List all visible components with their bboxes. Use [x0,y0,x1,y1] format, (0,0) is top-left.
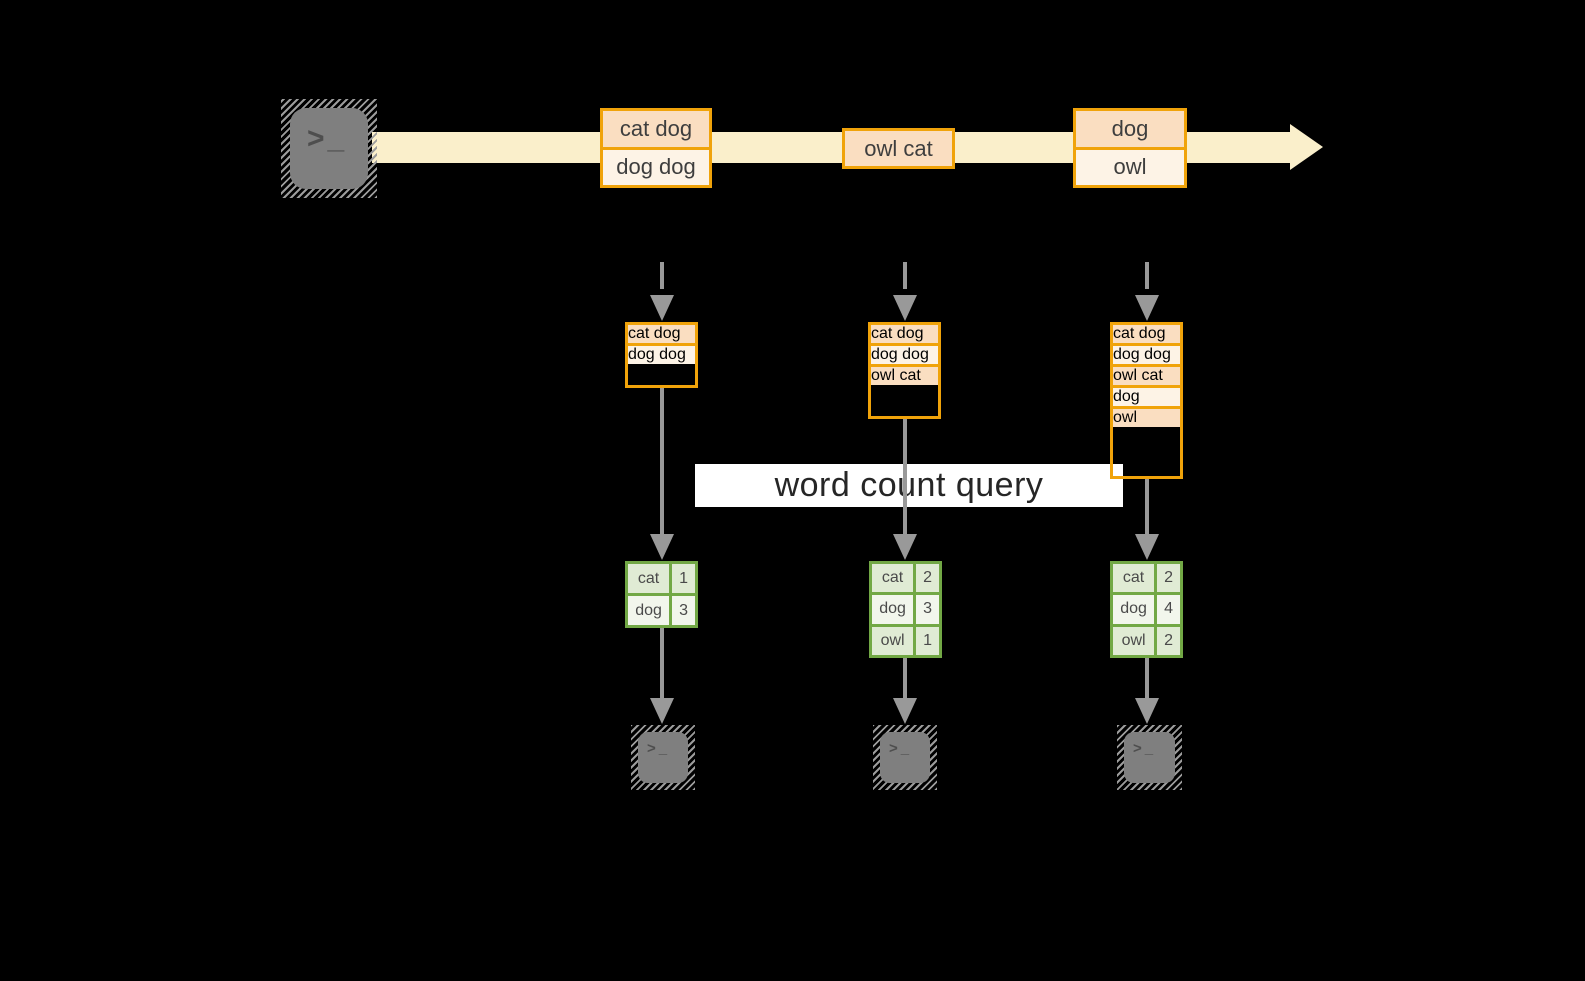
terminal-screen: >_ [1124,732,1175,783]
trigger-arrowhead-icon-1 [650,295,674,321]
table-row: cat 1 [628,564,695,593]
word-cell: owl [1113,626,1158,655]
table-row: dog 4 [1113,592,1180,624]
prompt-chevron-icon: > [307,122,325,155]
count-cell: 3 [916,595,939,624]
word-cell: dog [628,596,673,625]
count-cell: 4 [1157,595,1180,624]
table-row: owl 2 [1113,623,1180,655]
word-cell: dog [872,595,917,624]
batch-line: cat dog [603,111,709,147]
count-cell: 2 [1157,564,1180,593]
stream-batch-1: cat dog dog dog [600,108,712,188]
state-line: cat dog [628,325,695,343]
state-line: dog dog [628,343,695,364]
trigger-arrow-dash-2 [903,262,907,289]
terminal-prompt-glyph: >_ [889,740,909,757]
table-row: owl 1 [872,623,939,655]
result-table-t1: cat 1 dog 3 [625,561,698,628]
state-line: dog [1113,385,1180,406]
count-cell: 2 [1157,626,1180,655]
output-terminal-icon-3: >_ [1117,725,1182,790]
state-line: cat dog [1113,325,1180,343]
terminal-prompt-glyph: >_ [1133,740,1153,757]
batch-line: owl cat [845,131,952,166]
trigger-arrowhead-icon-3 [1135,295,1159,321]
word-cell: owl [872,626,917,655]
prompt-chevron-icon: > [889,740,898,757]
query-band: word count query [695,464,1123,507]
prompt-cursor-icon: _ [658,740,668,757]
query-arrowhead-icon-1 [650,534,674,560]
state-line: dog dog [871,343,938,364]
output-arrow-2 [903,658,907,698]
state-line: owl cat [871,364,938,385]
prompt-cursor-icon: _ [900,740,910,757]
output-arrowhead-icon-3 [1135,698,1159,724]
state-line: owl cat [1113,364,1180,385]
query-arrow-3 [1145,479,1149,534]
stream-batch-2: owl cat [842,128,955,169]
state-line: cat dog [871,325,938,343]
output-arrowhead-icon-1 [650,698,674,724]
prompt-cursor-icon: _ [1144,740,1154,757]
table-row: cat 2 [872,564,939,593]
terminal-prompt-glyph: >_ [307,122,344,156]
state-line: owl [1113,406,1180,427]
count-cell: 1 [672,564,695,593]
word-cell: cat [628,564,673,593]
output-terminal-icon-1: >_ [631,725,695,790]
stream-arrowhead-icon [1290,124,1323,170]
count-cell: 2 [916,564,939,593]
batch-line: dog [1076,111,1184,147]
stream-batch-3: dog owl [1073,108,1187,188]
output-arrow-1 [660,628,664,698]
count-cell: 3 [672,596,695,625]
prompt-cursor-icon: _ [327,122,345,155]
word-cell: dog [1113,595,1158,624]
terminal-screen: >_ [290,108,368,189]
source-terminal-icon: >_ [281,99,377,198]
output-arrow-3 [1145,658,1149,698]
terminal-screen: >_ [638,732,688,783]
table-row: dog 3 [628,593,695,625]
terminal-prompt-glyph: >_ [647,740,667,757]
batch-line: dog dog [603,146,709,185]
query-arrowhead-icon-3 [1135,534,1159,560]
output-arrowhead-icon-2 [893,698,917,724]
count-cell: 1 [916,626,939,655]
state-stack-t3: cat dog dog dog owl cat dog owl [1110,322,1183,479]
state-stack-t2: cat dog dog dog owl cat [868,322,941,419]
word-cell: cat [872,564,917,593]
query-arrow-2 [903,419,907,534]
state-stack-t1: cat dog dog dog [625,322,698,388]
prompt-chevron-icon: > [647,740,656,757]
state-line: dog dog [1113,343,1180,364]
batch-line: owl [1076,146,1184,185]
query-label: word count query [774,466,1044,504]
terminal-screen: >_ [880,732,930,783]
table-row: dog 3 [872,592,939,624]
word-cell: cat [1113,564,1158,593]
output-terminal-icon-2: >_ [873,725,937,790]
prompt-chevron-icon: > [1133,740,1142,757]
result-table-t3: cat 2 dog 4 owl 2 [1110,561,1183,658]
trigger-arrow-dash-3 [1145,262,1149,289]
query-arrow-1 [660,388,664,534]
result-table-t2: cat 2 dog 3 owl 1 [869,561,942,658]
trigger-arrowhead-icon-2 [893,295,917,321]
table-row: cat 2 [1113,564,1180,593]
query-arrowhead-icon-2 [893,534,917,560]
trigger-arrow-dash-1 [660,262,664,289]
